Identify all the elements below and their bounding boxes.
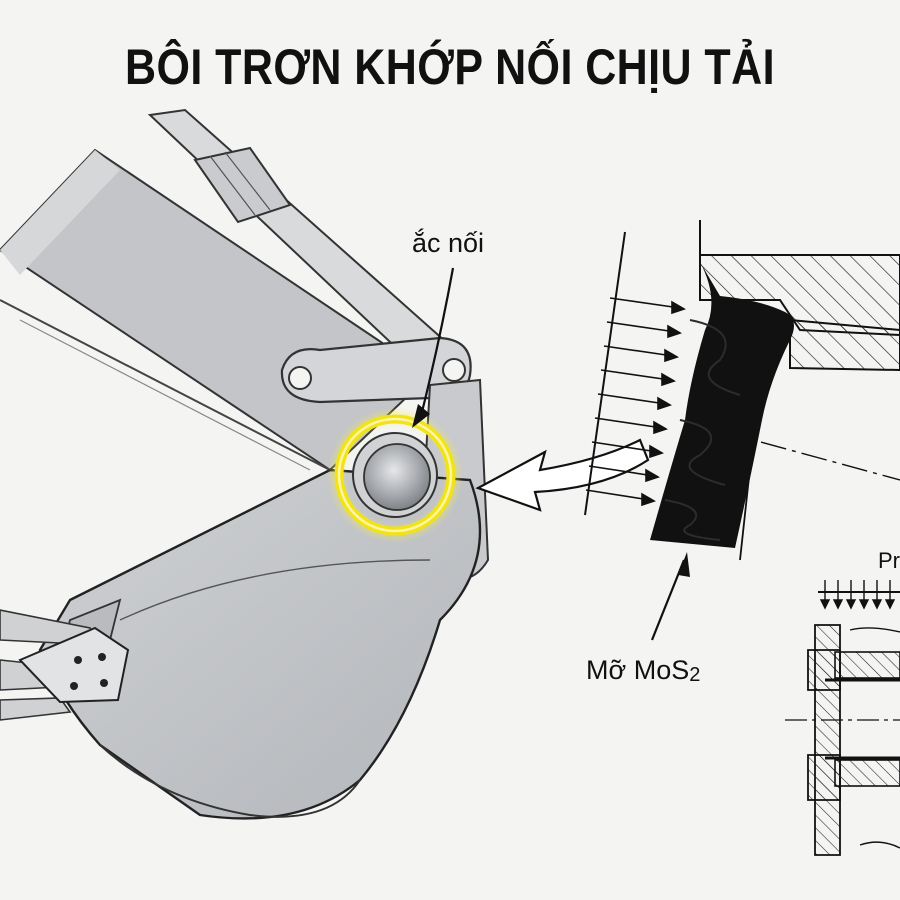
- highlighted-pin-joint: [327, 407, 463, 543]
- load-label: Pr: [878, 548, 900, 573]
- linkage-bar: [280, 336, 472, 404]
- grease-leader-arrow: [650, 552, 690, 641]
- housing-section: [679, 220, 900, 561]
- grease-label-main: Mỡ MoS: [586, 655, 690, 685]
- magnify-arrow: [475, 438, 650, 512]
- pin-leader-arrow: [412, 267, 455, 428]
- diagram-title: BÔI TRƠN KHỚP NỐI CHỊU TẢI: [125, 39, 775, 95]
- pin-label: ắc nối: [412, 228, 485, 258]
- pressure-arrows: [584, 231, 686, 516]
- bushing-section: [785, 580, 900, 856]
- grease-fill: [650, 262, 794, 548]
- grease-label-subscript: 2: [689, 664, 701, 686]
- grease-label: Mỡ MoS2: [586, 655, 700, 687]
- bucket-teeth: [0, 609, 130, 721]
